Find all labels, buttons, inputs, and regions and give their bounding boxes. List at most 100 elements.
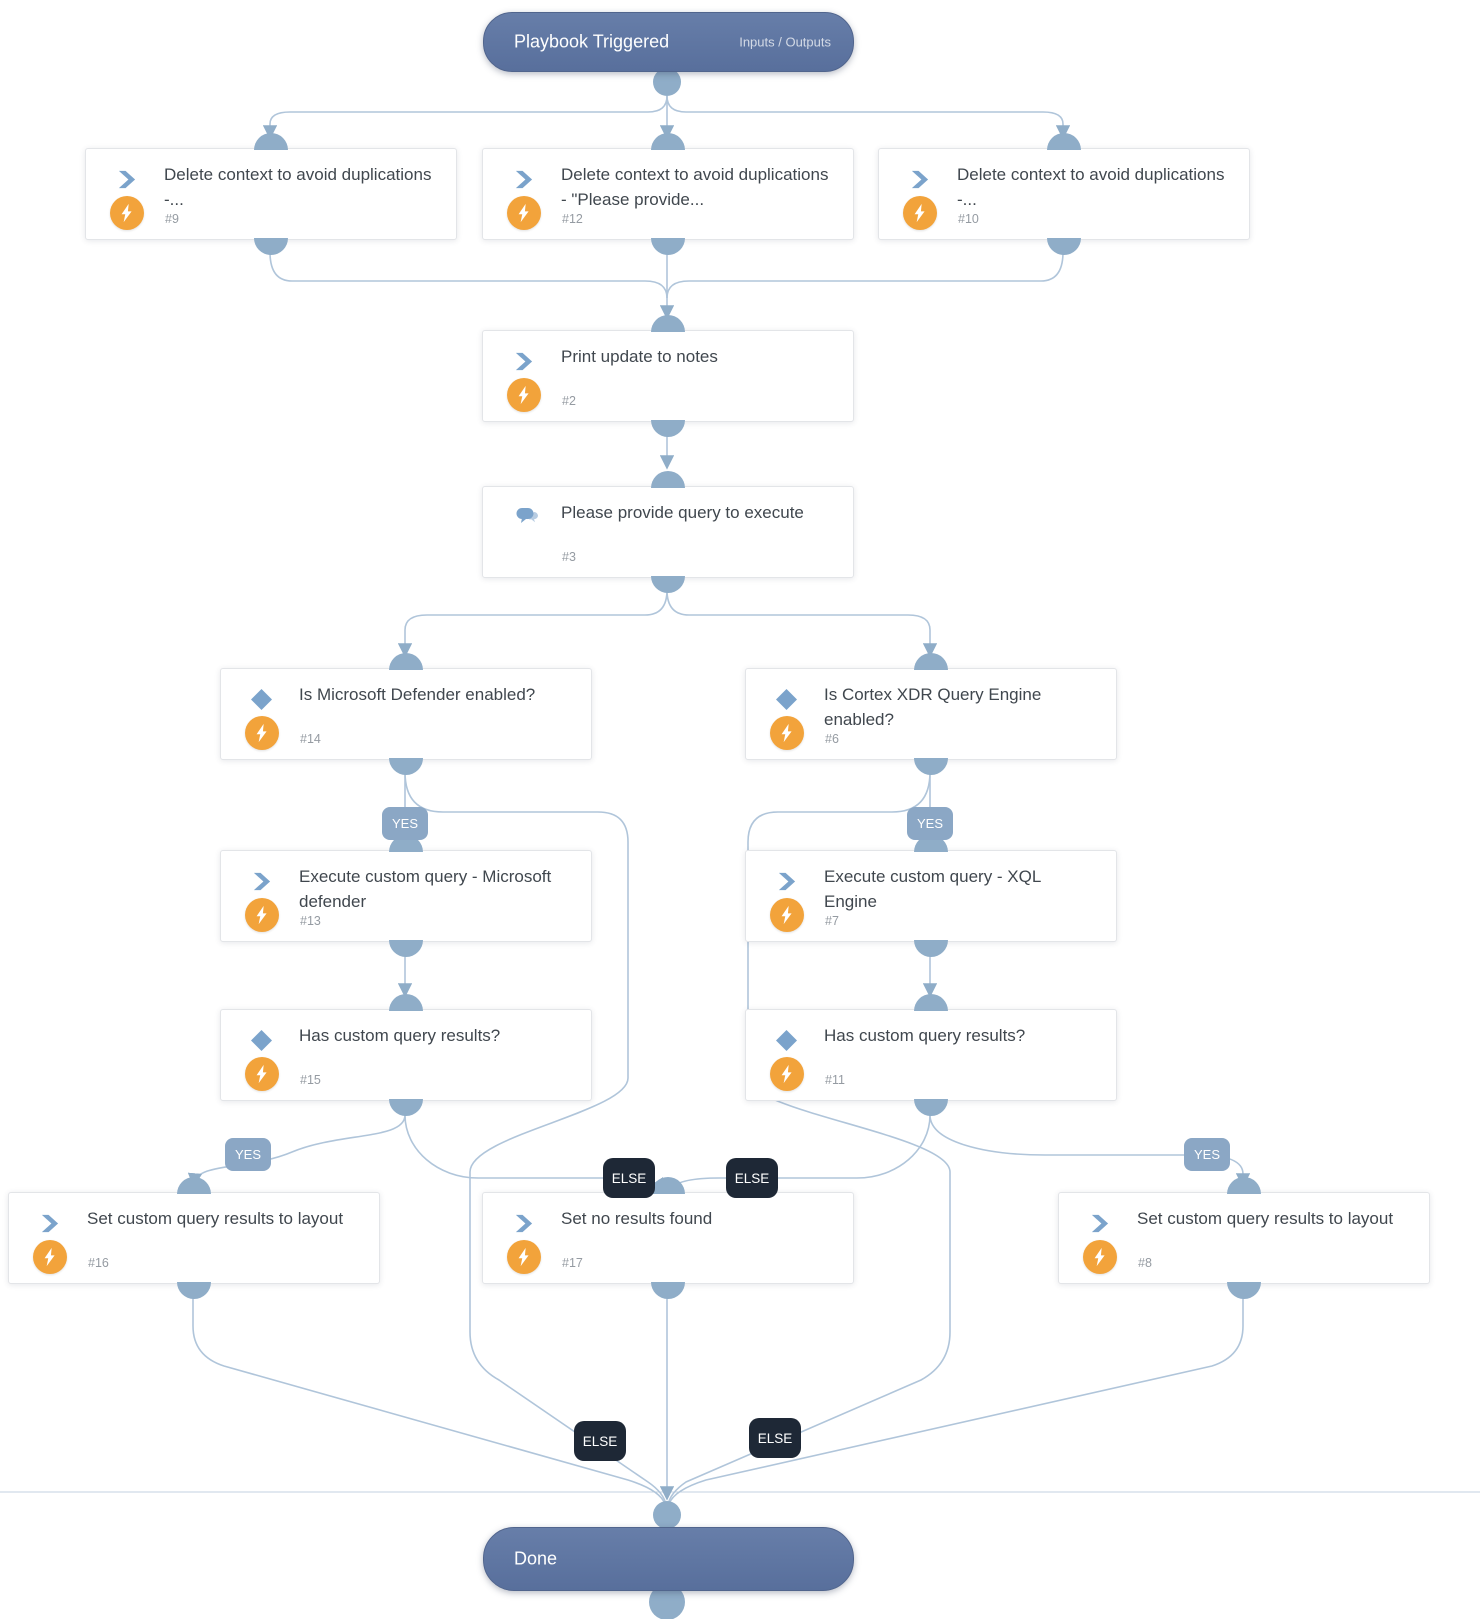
playbook-triggered-label: Playbook Triggered xyxy=(514,31,670,52)
task-number: #14 xyxy=(300,732,321,746)
lightning-bolt-icon xyxy=(245,898,279,932)
task-title: Is Cortex XDR Query Engine enabled? xyxy=(824,685,1042,729)
task-title: Has custom query results? xyxy=(824,1026,1026,1045)
inputs-outputs-button[interactable]: Inputs / Outputs xyxy=(739,34,831,50)
connector-port xyxy=(254,133,288,150)
playbook-triggered-node[interactable]: Playbook Triggered Inputs / Outputs xyxy=(483,12,854,72)
connector-port xyxy=(1047,133,1081,150)
done-label: Done xyxy=(514,1548,558,1569)
task-node-17[interactable]: Set no results found #17 xyxy=(482,1177,854,1299)
chevron-right-icon xyxy=(515,352,533,371)
lightning-bolt-icon xyxy=(1083,1240,1117,1274)
connector-port xyxy=(389,1099,423,1116)
task-node-7[interactable]: Execute custom query - XQL Engine #7 xyxy=(745,835,1117,957)
chevron-right-icon xyxy=(515,170,533,189)
task-number: #15 xyxy=(300,1073,321,1087)
edge-label-else: ELSE xyxy=(603,1158,655,1198)
edge-label-yes: YES xyxy=(907,807,953,840)
chevron-right-icon xyxy=(1091,1214,1109,1233)
task-number: #3 xyxy=(562,550,576,564)
lightning-bolt-icon xyxy=(33,1240,67,1274)
connector-port xyxy=(653,68,681,96)
task-node-10[interactable]: Delete context to avoid duplications -..… xyxy=(878,133,1250,255)
condition-diamond-icon xyxy=(776,1030,797,1051)
lightning-bolt-icon xyxy=(110,196,144,230)
task-node-8[interactable]: Set custom query results to layout #8 xyxy=(1058,1177,1430,1299)
connector-port xyxy=(389,653,423,670)
condition-node-15[interactable]: Has custom query results? #15 xyxy=(220,994,592,1116)
lightning-bolt-icon xyxy=(245,1057,279,1091)
task-title: Set custom query results to layout xyxy=(1137,1209,1394,1228)
connector-port xyxy=(389,940,423,957)
lightning-bolt-icon xyxy=(507,378,541,412)
lightning-bolt-icon xyxy=(770,716,804,750)
task-node-13[interactable]: Execute custom query - Microsoft defende… xyxy=(220,835,592,957)
chevron-right-icon xyxy=(118,170,136,189)
connector-port xyxy=(1227,1282,1261,1299)
task-title: Delete context to avoid duplications - "… xyxy=(561,165,829,209)
connector-port xyxy=(389,994,423,1011)
connector-port xyxy=(914,758,948,775)
connector-port xyxy=(651,576,685,593)
task-title: Print update to notes xyxy=(561,347,718,366)
task-number: #9 xyxy=(165,212,179,226)
chevron-right-icon xyxy=(911,170,929,189)
edge-label-yes: YES xyxy=(225,1138,271,1171)
lightning-bolt-icon xyxy=(507,196,541,230)
task-number: #8 xyxy=(1138,1256,1152,1270)
edge-label-else: ELSE xyxy=(574,1421,626,1461)
condition-node-6[interactable]: Is Cortex XDR Query Engine enabled? #6 xyxy=(745,653,1117,775)
task-number: #7 xyxy=(825,914,839,928)
lightning-bolt-icon xyxy=(903,196,937,230)
condition-node-14[interactable]: Is Microsoft Defender enabled? #14 xyxy=(220,653,592,775)
edge-label-else: ELSE xyxy=(749,1418,801,1458)
connector-port xyxy=(914,940,948,957)
connector-port xyxy=(389,758,423,775)
connector-port xyxy=(177,1282,211,1299)
condition-diamond-icon xyxy=(776,689,797,710)
connector-port xyxy=(254,238,288,255)
lightning-bolt-icon xyxy=(245,716,279,750)
connector-port xyxy=(914,994,948,1011)
lightning-bolt-icon xyxy=(770,898,804,932)
task-number: #11 xyxy=(825,1073,845,1087)
task-title: Delete context to avoid duplications -..… xyxy=(957,165,1225,209)
task-title: Delete context to avoid duplications -..… xyxy=(164,165,432,209)
lightning-bolt-icon xyxy=(507,1240,541,1274)
connector-port xyxy=(651,420,685,437)
task-number: #6 xyxy=(825,732,839,746)
edge-label-else: ELSE xyxy=(726,1158,778,1198)
task-number: #17 xyxy=(562,1256,583,1270)
connector-port xyxy=(651,315,685,332)
task-node-9[interactable]: Delete context to avoid duplications -..… xyxy=(85,133,457,255)
condition-node-11[interactable]: Has custom query results? #11 xyxy=(745,994,1117,1116)
chat-bubbles-icon xyxy=(516,508,538,523)
task-title: Execute custom query - Microsoft defende… xyxy=(299,867,552,911)
task-title: Please provide query to execute xyxy=(561,503,804,522)
condition-diamond-icon xyxy=(251,1030,272,1051)
connector-port xyxy=(914,1099,948,1116)
task-title: Has custom query results? xyxy=(299,1026,501,1045)
chevron-right-icon xyxy=(41,1214,59,1233)
task-title: Set no results found xyxy=(561,1209,713,1228)
task-node-3[interactable]: Please provide query to execute #3 xyxy=(482,471,854,593)
connector-port xyxy=(651,1282,685,1299)
task-node-12[interactable]: Delete context to avoid duplications - "… xyxy=(482,133,854,255)
task-title: Set custom query results to layout xyxy=(87,1209,344,1228)
connector-port xyxy=(653,1501,681,1529)
task-node-2[interactable]: Print update to notes #2 xyxy=(482,315,854,437)
chevron-right-icon xyxy=(253,872,271,891)
connector-port xyxy=(651,238,685,255)
edge-label-yes: YES xyxy=(1184,1138,1230,1171)
chevron-right-icon xyxy=(778,872,796,891)
done-node[interactable]: Done xyxy=(483,1527,854,1591)
task-node-16[interactable]: Set custom query results to layout #16 xyxy=(8,1177,380,1299)
task-number: #12 xyxy=(562,212,583,226)
task-title: Execute custom query - XQL Engine xyxy=(824,867,1041,911)
connector-port xyxy=(1047,238,1081,255)
task-number: #16 xyxy=(88,1256,109,1270)
task-number: #13 xyxy=(300,914,321,928)
task-number: #10 xyxy=(958,212,979,226)
